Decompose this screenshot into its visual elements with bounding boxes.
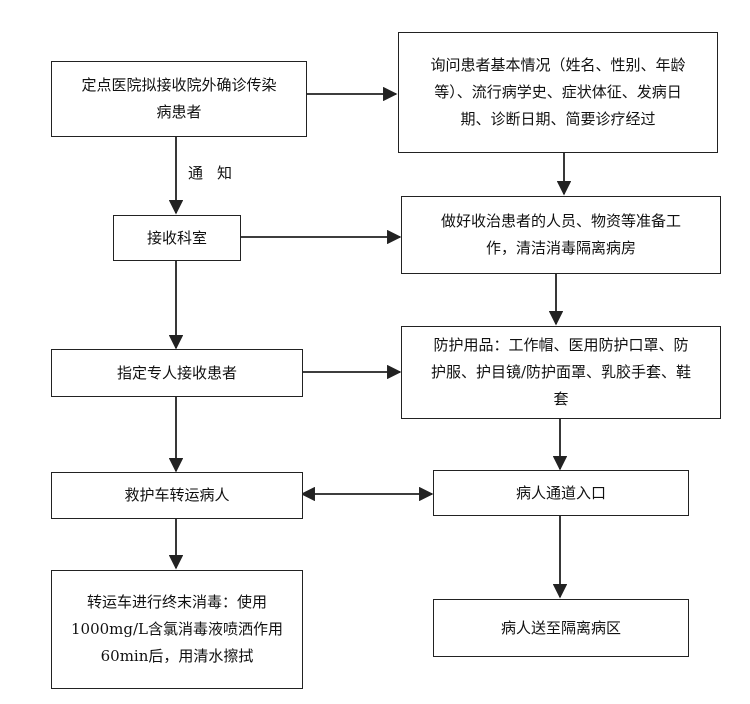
node-ppe-text: 防护用品：工作帽、医用防护口罩、防护服、护目镜/防护面罩、乳胶手套、鞋套 <box>430 336 692 408</box>
node-entrance: 病人通道入口 <box>433 470 689 516</box>
node-assign-staff: 指定专人接收患者 <box>51 349 303 397</box>
node-receiving-dept-text: 接收科室 <box>146 228 207 247</box>
node-isolation-ward: 病人送至隔离病区 <box>433 599 689 657</box>
node-ppe: 防护用品：工作帽、医用防护口罩、防护服、护目镜/防护面罩、乳胶手套、鞋套 <box>401 326 721 419</box>
node-assign-staff-text: 指定专人接收患者 <box>116 363 237 382</box>
node-entrance-text: 病人通道入口 <box>515 483 606 502</box>
label-notify: 通知 <box>188 164 247 182</box>
node-receiving-dept: 接收科室 <box>113 215 241 261</box>
node-inquire-text: 询问患者基本情况（姓名、性别、年龄等）、流行病学史、症状体征、发病日期、诊断日期… <box>430 56 686 128</box>
node-admit-hospital-text: 定点医院拟接收院外确诊传染病患者 <box>81 76 277 121</box>
node-prepare: 做好收治患者的人员、物资等准备工作，清洁消毒隔离病房 <box>401 196 721 274</box>
node-inquire: 询问患者基本情况（姓名、性别、年龄等）、流行病学史、症状体征、发病日期、诊断日期… <box>398 32 718 153</box>
node-admit-hospital: 定点医院拟接收院外确诊传染病患者 <box>51 61 307 137</box>
node-ambulance-text: 救护车转运病人 <box>124 486 230 504</box>
node-disinfect: 转运车进行终末消毒：使用1000mg/L含氯消毒液喷洒作用60min后，用清水擦… <box>51 570 303 689</box>
node-disinfect-text: 转运车进行终末消毒：使用1000mg/L含氯消毒液喷洒作用60min后，用清水擦… <box>70 593 283 665</box>
node-isolation-ward-text: 病人送至隔离病区 <box>500 618 621 637</box>
node-ambulance: 救护车转运病人 <box>51 472 303 519</box>
node-prepare-text: 做好收治患者的人员、物资等准备工作，清洁消毒隔离病房 <box>440 212 681 257</box>
